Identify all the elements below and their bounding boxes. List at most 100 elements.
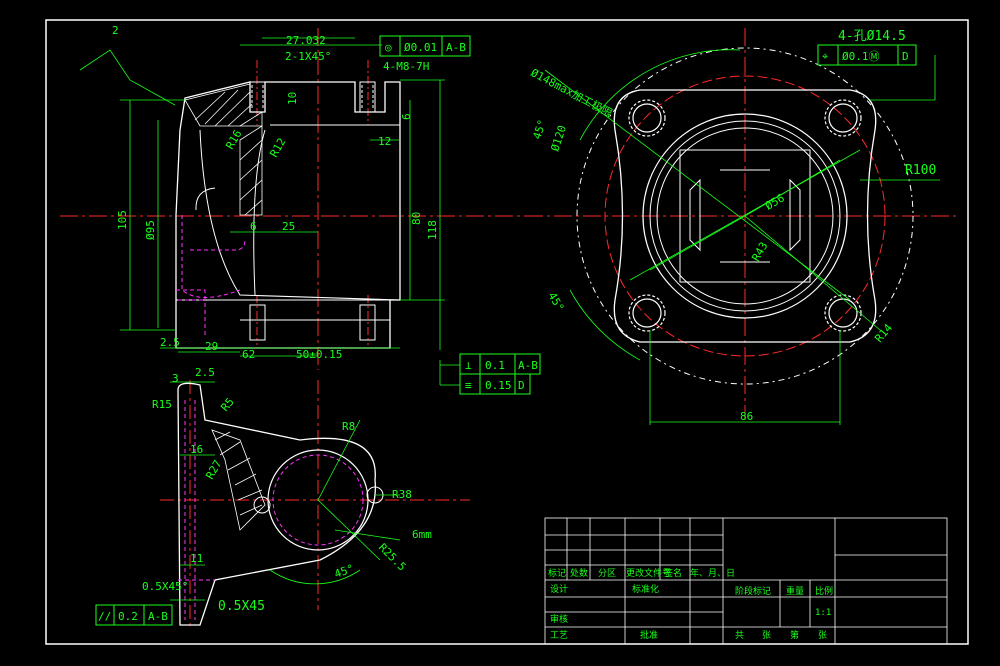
- hidden-lines: [176, 215, 246, 335]
- svg-text:◎: ◎: [385, 41, 392, 54]
- dim-r38: R38: [392, 488, 412, 501]
- bolt-circle: [604, 75, 886, 357]
- top-dimension-lines: [544, 49, 940, 425]
- dim-h80: 80: [410, 212, 423, 225]
- dim-r12: 12: [378, 135, 391, 148]
- svg-text:D: D: [902, 50, 909, 63]
- dim-w25: 25: [282, 220, 295, 233]
- dim-r8: R8: [342, 420, 355, 433]
- top-view: Ø148max加工极限 Ø120 45° 45° Ø56 R43 R100 R1…: [525, 28, 960, 425]
- dim-27: 27.032: [286, 34, 326, 47]
- svg-text:重量: 重量: [786, 585, 804, 597]
- dim-r15: R15: [152, 398, 172, 411]
- svg-text:更改文件号: 更改文件号: [626, 567, 671, 579]
- dim-d148: Ø148max加工极限: [529, 65, 615, 120]
- note-4-holes: 4-孔Ø14.5: [838, 29, 906, 44]
- svg-text:共: 共: [735, 630, 744, 641]
- dim-s11: 11: [190, 552, 203, 565]
- geo-tol-position: ⌖ Ø0.1Ⓜ D: [817, 44, 917, 66]
- dim-s25: 2.5: [195, 366, 215, 379]
- svg-text:Ø0.01: Ø0.01: [404, 41, 437, 54]
- dim-r27: R27: [203, 458, 224, 482]
- svg-text:标记: 标记: [548, 567, 566, 579]
- dim-h118: 118: [426, 220, 439, 240]
- svg-text:1:1: 1:1: [815, 608, 831, 618]
- dim-bottom-50: 50±0.15: [296, 348, 342, 361]
- dim-ch05b: 0.5X45: [218, 599, 265, 614]
- dim-r12b: R12: [267, 136, 288, 160]
- svg-text:⌖: ⌖: [822, 50, 828, 63]
- dim-d1: 2: [112, 24, 119, 37]
- dim-d56: Ø56: [763, 191, 787, 212]
- dim-ch05: 0.5X45°: [142, 580, 188, 593]
- dim-thread: 4-M8-7H: [383, 60, 429, 73]
- svg-text:张: 张: [762, 630, 771, 641]
- flange-outline: [613, 89, 877, 343]
- svg-text:Ø0.1Ⓜ: Ø0.1Ⓜ: [842, 50, 880, 63]
- dim-w86: 86: [740, 410, 753, 423]
- dim-ang45b: 45°: [545, 290, 566, 314]
- dim-d120: Ø120: [548, 124, 569, 153]
- dim-r100: R100: [905, 163, 936, 178]
- dim-r43: R43: [749, 240, 770, 264]
- dim-bottom-62: 62: [242, 348, 255, 361]
- svg-text:标准化: 标准化: [632, 583, 659, 595]
- svg-text:⊥: ⊥: [465, 359, 472, 372]
- section-dim-lines: [170, 381, 401, 601]
- dim-s3: 3: [172, 372, 179, 385]
- svg-text:0.1: 0.1: [485, 359, 505, 372]
- svg-text:分区: 分区: [598, 568, 616, 579]
- dim-bottom-25: 2.5: [160, 336, 180, 349]
- bolt-holes: [628, 99, 862, 332]
- dim-r25: R25.5: [376, 541, 409, 574]
- dim-h10: 10: [286, 92, 299, 105]
- geo-tol-concentricity: ◎ Ø0.01 A-B: [379, 35, 471, 57]
- svg-text:审核: 审核: [550, 613, 568, 625]
- svg-text:工艺: 工艺: [550, 630, 568, 641]
- svg-text:0.2: 0.2: [118, 610, 138, 623]
- svg-text:第: 第: [790, 629, 799, 641]
- geo-tol-symmetry: ≡ 0.15 D: [459, 373, 531, 395]
- dim-h105: 105: [116, 210, 129, 230]
- svg-text:处数: 处数: [570, 567, 588, 579]
- title-block: [544, 517, 948, 645]
- dim-ang45: 45°: [333, 562, 356, 581]
- svg-text:A-B: A-B: [148, 610, 168, 623]
- svg-text:A-B: A-B: [518, 359, 538, 372]
- svg-text:A-B: A-B: [446, 41, 466, 54]
- section-hatch: [211, 429, 266, 531]
- svg-text:比例: 比例: [815, 585, 833, 597]
- dim-w16: 16: [190, 443, 203, 456]
- dim-w6: 6: [250, 220, 257, 233]
- svg-text:批准: 批准: [640, 629, 658, 641]
- svg-text:年、月、日: 年、月、日: [690, 567, 735, 579]
- outer-frame: [45, 19, 969, 645]
- dim-bottom-29: 29: [205, 340, 218, 353]
- svg-text:D: D: [518, 379, 525, 392]
- dim-gap6: 6mm: [412, 528, 432, 541]
- svg-text:张: 张: [818, 630, 827, 641]
- dimension-lines: [79, 37, 460, 386]
- svg-text:设计: 设计: [550, 583, 568, 595]
- section-view: 3 2.5 R15 R5 16 R27 11 0.5X45° 0.5X45 R8…: [95, 366, 470, 630]
- dim-r5: R5: [218, 395, 236, 414]
- dim-r16: R16: [223, 128, 244, 152]
- svg-text:签名: 签名: [664, 567, 682, 579]
- title-block-text: 标记 处数 分区 更改文件号 签名 年、月、日 设计 标准化 审核 工艺 批准 …: [548, 567, 833, 641]
- dim-d95: Ø95: [144, 220, 157, 240]
- svg-text:≡: ≡: [465, 379, 472, 392]
- dim-r6: 6: [400, 113, 413, 120]
- dim-r14: R14: [872, 321, 895, 345]
- front-view: 2 27.032 2-1X45° 4-M8-7H 105 Ø95 80 118 …: [60, 24, 541, 395]
- svg-text://: //: [98, 610, 111, 623]
- geo-tol-parallel: // 0.2 A-B: [95, 604, 173, 626]
- svg-text:阶段标记: 阶段标记: [735, 585, 771, 597]
- section-hidden: [178, 400, 215, 620]
- section-outline: [177, 382, 377, 626]
- dim-chamfer: 2-1X45°: [285, 50, 331, 63]
- hatch-section: [184, 83, 263, 216]
- dim-ang45a: 45°: [530, 118, 549, 141]
- geo-tol-perpendicular: ⊥ 0.1 A-B: [459, 353, 541, 375]
